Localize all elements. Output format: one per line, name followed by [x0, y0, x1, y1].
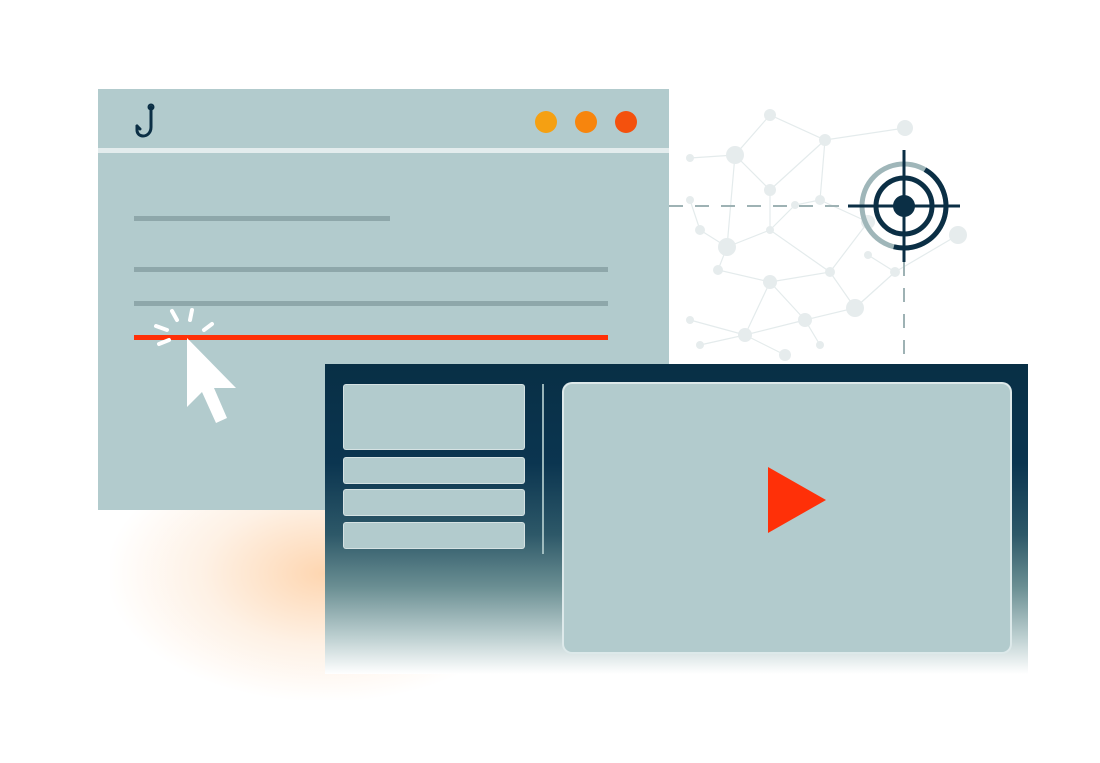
network-nodes: [686, 109, 967, 361]
play-icon[interactable]: [768, 467, 826, 533]
playlist-item[interactable]: [343, 489, 525, 516]
fishhook-icon: [135, 103, 155, 138]
click-burst-icon: [154, 308, 214, 346]
close-dot[interactable]: [615, 111, 637, 133]
minimize-dot[interactable]: [535, 111, 557, 133]
text-line: [134, 301, 608, 306]
maximize-dot[interactable]: [575, 111, 597, 133]
playlist-item[interactable]: [343, 522, 525, 549]
phishing-link[interactable]: [134, 335, 608, 340]
crosshair-target-icon: [848, 150, 960, 262]
video-player[interactable]: [562, 382, 1012, 654]
target-guides: [669, 205, 905, 355]
playlist-thumbnail[interactable]: [343, 384, 525, 450]
pointer-cursor-icon: [154, 308, 236, 423]
sidebar-divider: [542, 384, 544, 554]
text-line-short: [134, 216, 390, 221]
video-player-window: [325, 364, 1028, 674]
text-line: [134, 267, 608, 272]
window-titlebar: [98, 89, 669, 153]
playlist-item[interactable]: [343, 457, 525, 484]
